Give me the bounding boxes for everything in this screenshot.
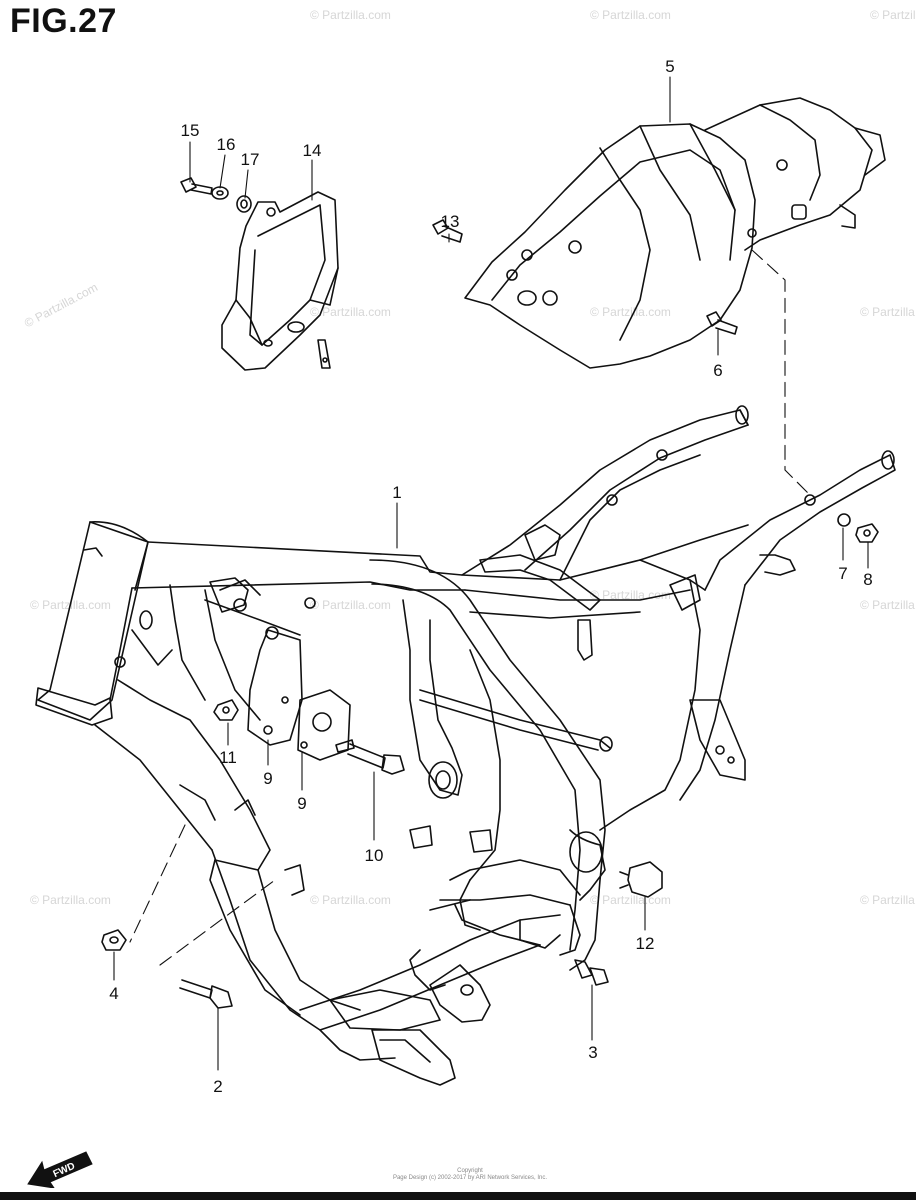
nut-4 — [101, 929, 127, 951]
callout-17: 17 — [240, 150, 260, 169]
watermark: © Partzilla.com — [860, 305, 916, 319]
small-hardware — [180, 177, 252, 213]
callout-2: 2 — [213, 1077, 223, 1096]
fwd-arrow-icon: FWD — [24, 1148, 96, 1193]
callout-3: 3 — [588, 1043, 598, 1062]
rear-fender — [464, 97, 886, 369]
main-frame — [35, 405, 896, 1086]
watermark: © Partzilla.com — [310, 598, 391, 612]
callout-10: 10 — [364, 846, 384, 865]
callout-13: 13 — [440, 212, 460, 231]
callout-8: 8 — [863, 570, 873, 589]
watermark: © Partzilla.com — [590, 893, 671, 907]
watermark: © Partzilla.com — [310, 893, 391, 907]
callout-15: 15 — [180, 121, 200, 140]
bottom-bar — [0, 1192, 916, 1200]
watermark: © Partzilla.com — [860, 598, 916, 612]
callout-5: 5 — [665, 57, 675, 76]
leader-lines — [113, 76, 869, 1071]
callout-1: 1 — [392, 483, 402, 502]
callout-12: 12 — [635, 934, 655, 953]
copyright-line-2: Page Design (c) 2002-2017 by ARI Network… — [392, 1175, 548, 1181]
washer-nut-7-8 — [837, 513, 879, 543]
watermark: © Partzilla.com — [590, 8, 671, 22]
watermark: © Partzilla.com — [310, 8, 391, 22]
bolt-6 — [706, 311, 738, 335]
callout-9b: 9 — [297, 794, 307, 813]
callout-9a: 9 — [263, 769, 273, 788]
nut-11 — [213, 699, 239, 721]
copyright-line-1: Copyright — [457, 1168, 483, 1174]
copyright-footer: Copyright Page Design (c) 2002-2017 by A… — [370, 1168, 570, 1182]
watermark: © Partzilla.com — [870, 8, 916, 22]
callout-6: 6 — [713, 361, 723, 380]
callout-11: 11 — [219, 748, 237, 767]
bolt-2 — [179, 979, 233, 1009]
watermark: © Partzilla.com — [30, 893, 111, 907]
callout-4: 4 — [109, 984, 119, 1003]
watermark: © Partzilla.com — [310, 305, 391, 319]
callout-14: 14 — [302, 141, 322, 160]
bracket-cover — [221, 191, 339, 371]
callout-7: 7 — [838, 564, 848, 583]
bolt-13 — [432, 219, 463, 243]
callout-16: 16 — [216, 135, 236, 154]
watermark: © Partzilla.com — [860, 893, 916, 907]
figure-title: FIG.27 — [10, 2, 117, 40]
cap-12 — [619, 861, 663, 898]
fwd-label: FWD — [52, 1161, 77, 1180]
bolt-3 — [574, 959, 609, 986]
watermark: © Partzilla.com — [590, 305, 671, 319]
bolt-10 — [335, 739, 405, 775]
